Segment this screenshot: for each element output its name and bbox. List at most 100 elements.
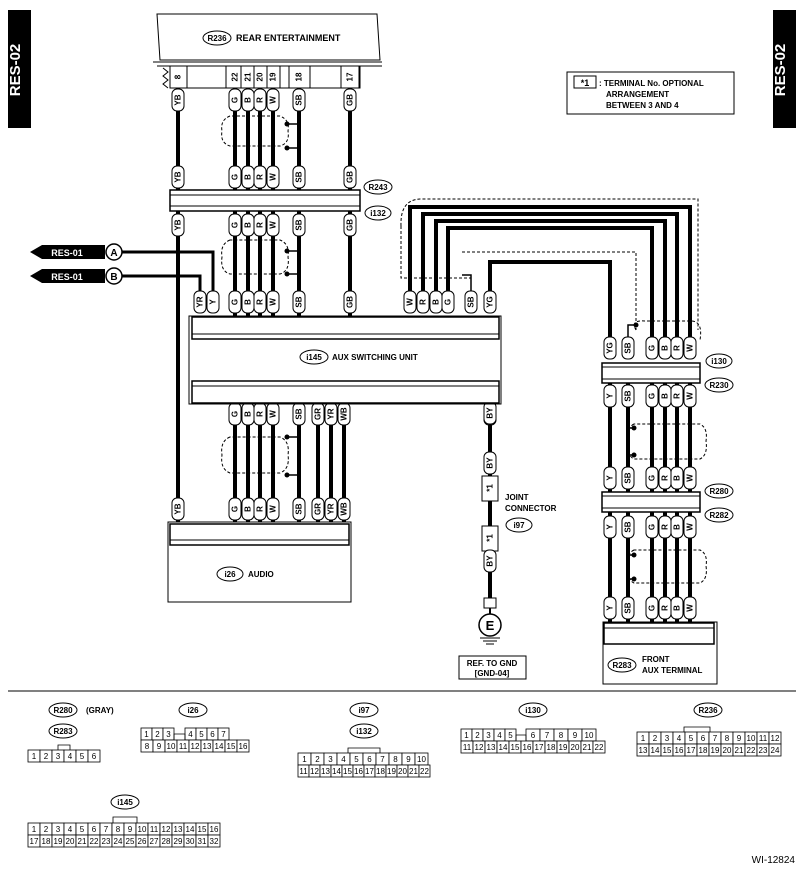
wire-color-label bbox=[266, 88, 280, 112]
wire-color-text: B bbox=[432, 299, 441, 305]
legend-r236-r1-pin: 12 bbox=[771, 734, 780, 743]
wire bbox=[434, 219, 667, 341]
legend-i145-r2-pin: 17 bbox=[30, 837, 39, 846]
wire-color-label bbox=[253, 497, 267, 521]
wire bbox=[173, 733, 186, 740]
legend-i132-r2-pin: 15 bbox=[343, 767, 352, 776]
legend-i145-r1-pin: 14 bbox=[186, 825, 195, 834]
pin-number: 18 bbox=[295, 72, 304, 81]
wire-color-text: Y bbox=[606, 393, 615, 399]
i97-id: i97 bbox=[513, 521, 525, 530]
wire-color-label bbox=[292, 88, 306, 112]
wire-color-text: SB bbox=[624, 342, 633, 353]
legend-i132-r2-pin: 12 bbox=[310, 767, 319, 776]
legend-r236-r2-pin: 21 bbox=[735, 746, 744, 755]
wire-color-label bbox=[193, 290, 207, 314]
ground-letter: E bbox=[486, 618, 495, 633]
wire-color-text: WB bbox=[340, 407, 349, 421]
r282-id: R282 bbox=[709, 511, 729, 520]
legend-r236-r2-pin: 15 bbox=[663, 746, 672, 755]
wire-color-label bbox=[670, 515, 684, 539]
legend-i145-label-text: i145 bbox=[117, 798, 133, 807]
wire-color-text: B bbox=[661, 345, 670, 351]
pin-number: 17 bbox=[346, 72, 355, 81]
wire-color-label bbox=[621, 336, 635, 360]
legend-i132-r2-pin: 14 bbox=[332, 767, 341, 776]
legend-i132-r1-pin: 4 bbox=[341, 755, 346, 764]
legend-i130-r2-pin: 17 bbox=[535, 743, 544, 752]
legend-i145-r1-pin: 3 bbox=[56, 825, 61, 834]
legend-i145-r2-pin: 25 bbox=[126, 837, 135, 846]
wire-color-label bbox=[228, 290, 242, 314]
wire-color-text: B bbox=[244, 97, 253, 103]
wire-color-text: R bbox=[256, 411, 265, 417]
wire-color-text: R bbox=[256, 299, 265, 305]
wire-color-text: R bbox=[256, 97, 265, 103]
r236-pin-row bbox=[169, 65, 361, 89]
legend-r280-cell bbox=[87, 749, 101, 763]
ref-res01-a: RES-01 A bbox=[30, 243, 123, 261]
legend-i26-label-text: i26 bbox=[187, 706, 199, 715]
wire-color-label bbox=[483, 549, 497, 573]
legend-i145-r1-pin: 4 bbox=[68, 825, 73, 834]
note-line-2: ARRANGEMENT bbox=[606, 90, 669, 99]
wire-color-label bbox=[603, 596, 617, 620]
wire-color-label bbox=[292, 497, 306, 521]
wire-color-text: YB bbox=[174, 503, 183, 514]
legend-i132-r1-pin: 10 bbox=[417, 755, 426, 764]
wire-color-label bbox=[603, 515, 617, 539]
legend-i145-r1-pin: 12 bbox=[162, 825, 171, 834]
wire-color-text: G bbox=[231, 506, 240, 512]
wire-color-label bbox=[266, 290, 280, 314]
wire-color-text: W bbox=[269, 221, 278, 229]
page-tag-right: RES-02 bbox=[772, 10, 796, 128]
rear-entertainment-unit: R236 REAR ENTERTAINMENT bbox=[153, 13, 382, 89]
wire-color-label bbox=[266, 497, 280, 521]
wire-color-text: SB bbox=[295, 219, 304, 230]
connector-i130-r230: i130 R230 bbox=[601, 353, 734, 393]
wire-color-text: G bbox=[648, 475, 657, 481]
legend-i145-r1-pin: 1 bbox=[32, 825, 37, 834]
wire-color-text: G bbox=[648, 345, 657, 351]
legend-i145-r1-pin: 13 bbox=[174, 825, 183, 834]
wire-color-text: R bbox=[256, 174, 265, 180]
legend-i26-r1b-pin: 6 bbox=[210, 730, 215, 739]
wire bbox=[446, 226, 654, 341]
wire-color-text: B bbox=[244, 174, 253, 180]
wire-color-text: SB bbox=[295, 503, 304, 514]
wire-color-text: W bbox=[686, 392, 695, 400]
legend-i130-label bbox=[518, 702, 548, 718]
wire-color-label bbox=[324, 497, 338, 521]
wire-color-text: B bbox=[244, 411, 253, 417]
wire-color-label bbox=[266, 213, 280, 237]
legend-i145-r1-pin: 11 bbox=[150, 825, 159, 834]
wire-color-label bbox=[441, 290, 455, 314]
wire-color-label bbox=[292, 213, 306, 237]
wire-color-label bbox=[645, 336, 659, 360]
i145-name: AUX SWITCHING UNIT bbox=[332, 353, 418, 362]
legend-i132-r1-pin: 5 bbox=[354, 755, 359, 764]
legend-i132-r1-pin: 1 bbox=[302, 755, 307, 764]
wire-color-text: W bbox=[269, 96, 278, 104]
legend-i145-r1-pin: 16 bbox=[210, 825, 219, 834]
r283-id: R283 bbox=[612, 661, 632, 670]
legend-i130-r1b-pin: 8 bbox=[559, 731, 564, 740]
legend-i26-r2-cell bbox=[236, 739, 250, 753]
wire-color-text: SB bbox=[467, 296, 476, 307]
wire bbox=[57, 744, 71, 750]
wire-color-text: G bbox=[231, 299, 240, 305]
wire-color-text: G bbox=[231, 97, 240, 103]
wire-color-text: W bbox=[686, 344, 695, 352]
ground-symbol: E REF. TO GND [GND-04] bbox=[458, 597, 527, 680]
wire-color-text: GR bbox=[314, 408, 323, 420]
wire bbox=[347, 747, 381, 753]
legend-i132-r2-cell bbox=[418, 764, 431, 778]
legend-i145-r2-pin: 31 bbox=[198, 837, 207, 846]
wire-color-text: W bbox=[686, 523, 695, 531]
legend-i145-r2-pin: 21 bbox=[78, 837, 87, 846]
wire-color-label bbox=[253, 290, 267, 314]
r230-id: R230 bbox=[709, 381, 729, 390]
wire bbox=[122, 250, 215, 296]
wire-color-text: YB bbox=[174, 94, 183, 105]
